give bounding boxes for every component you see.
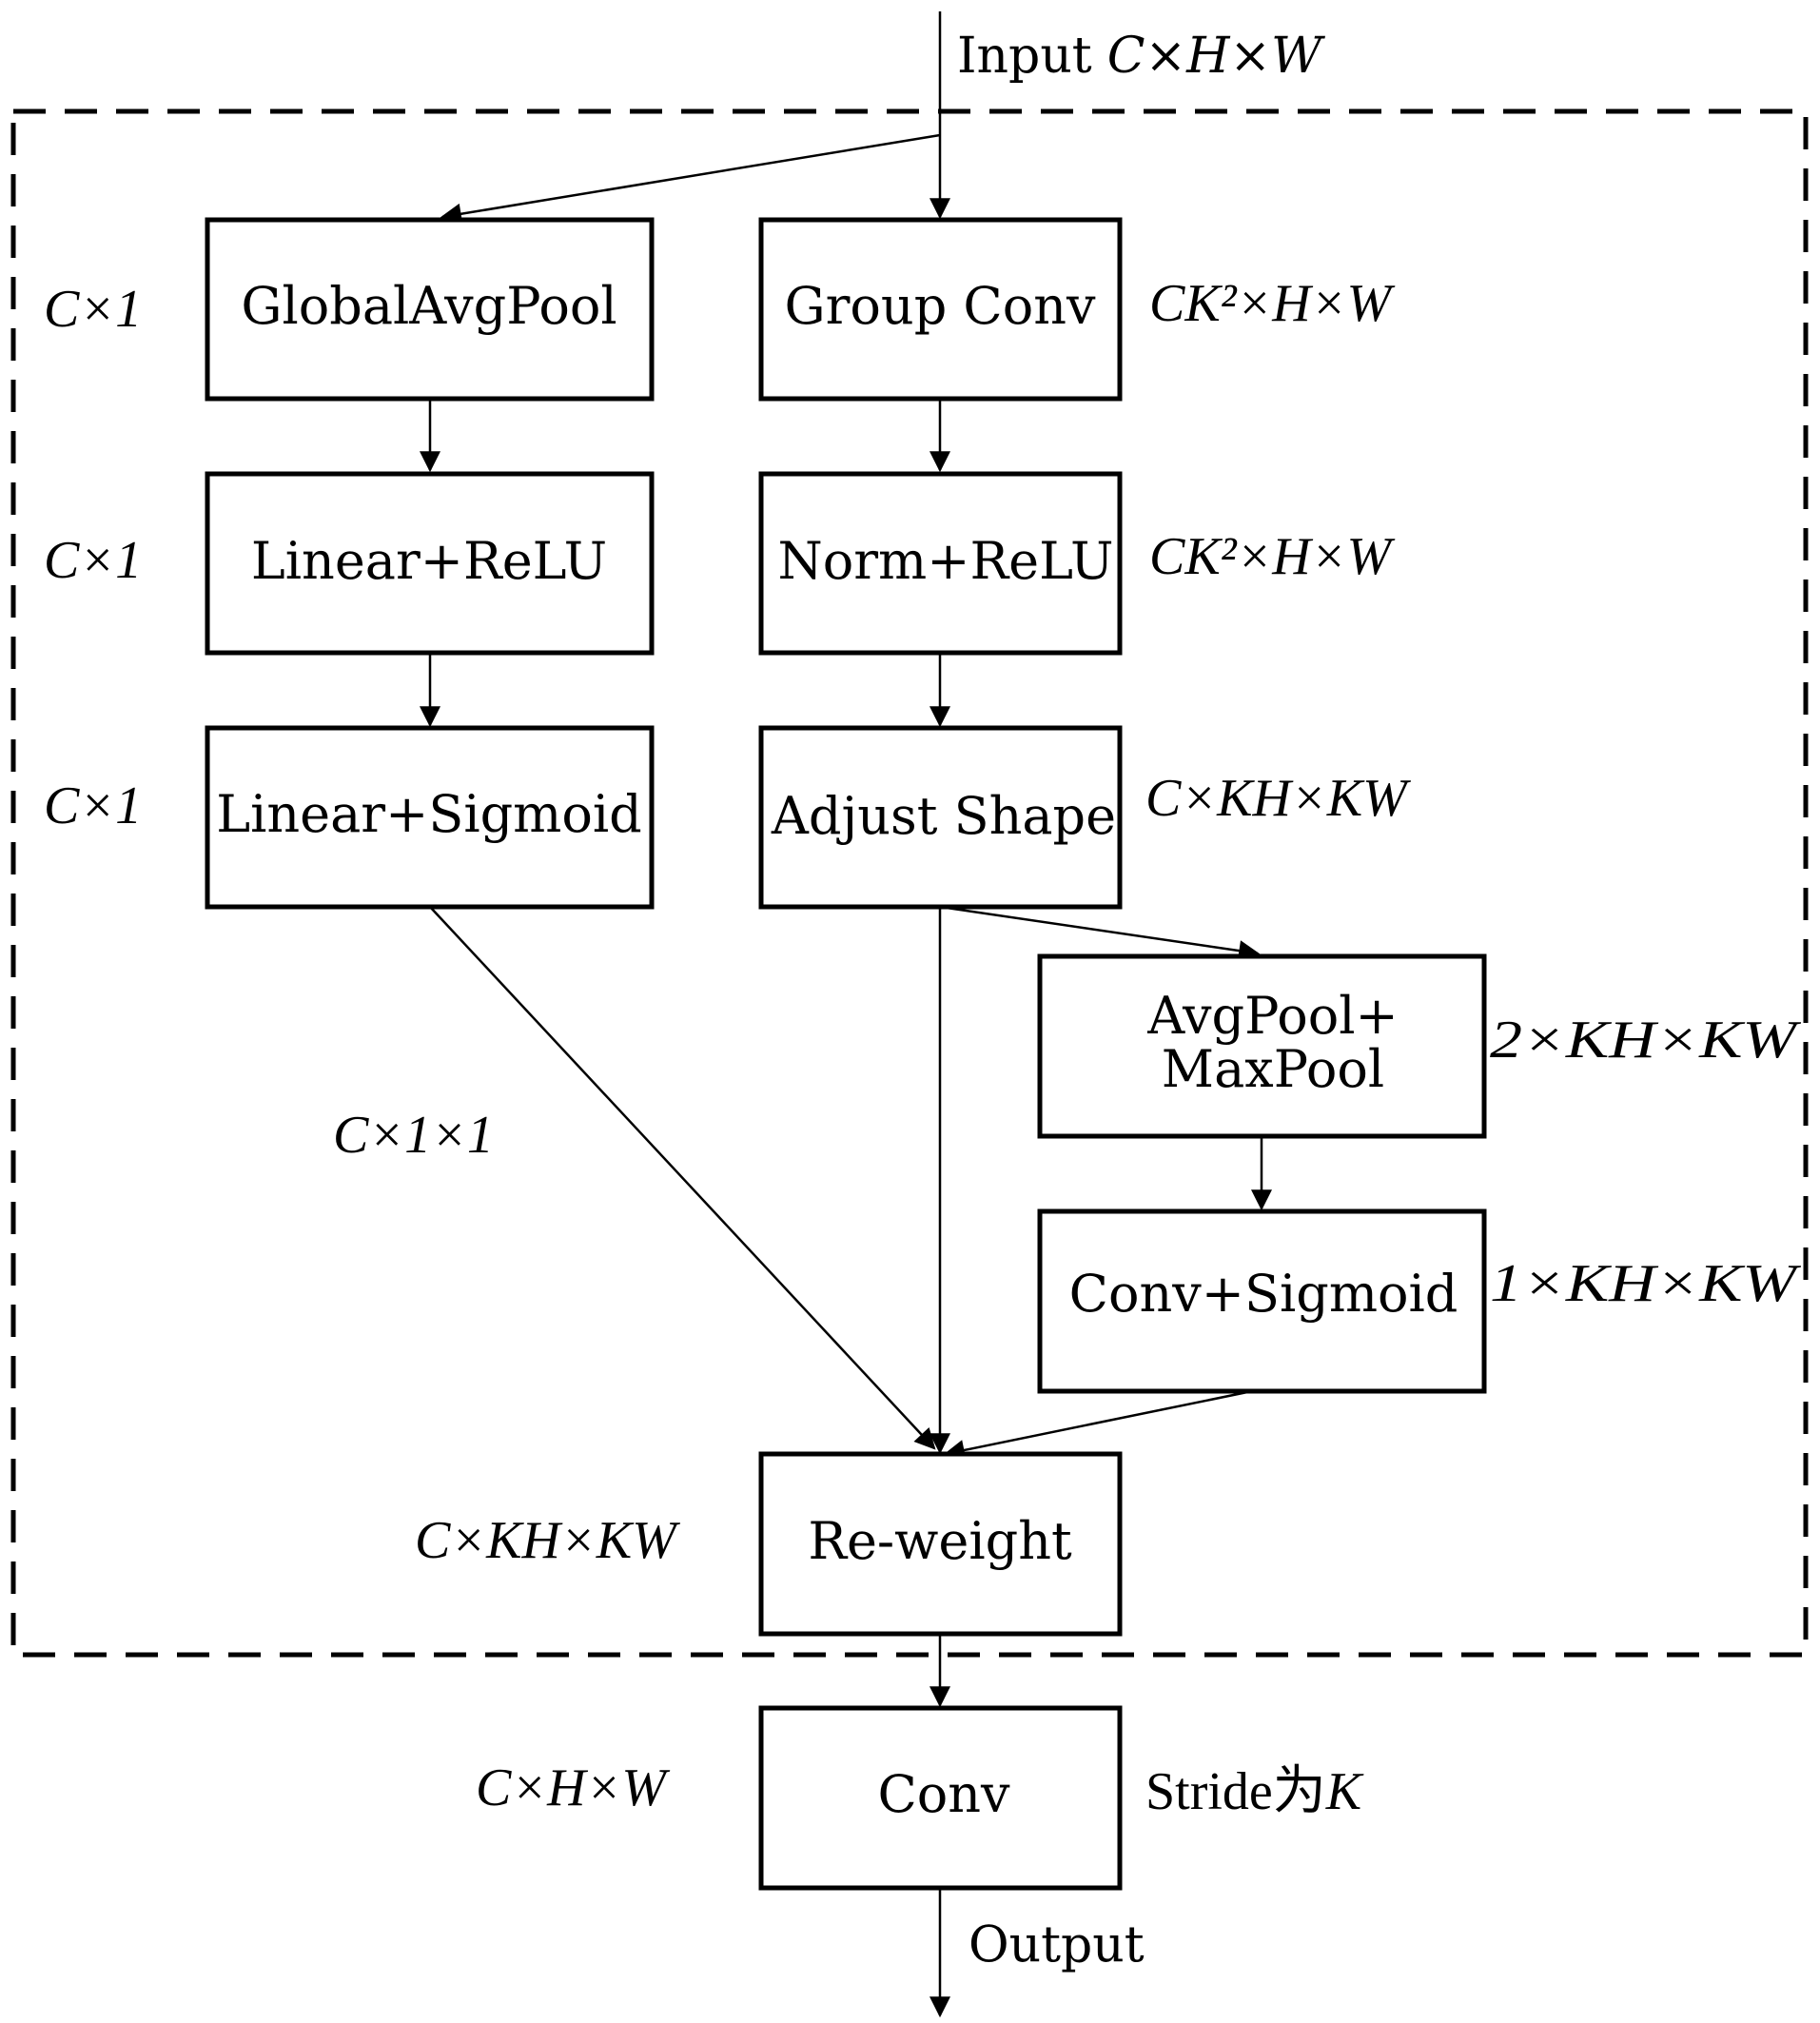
adjust-shape-label: Adjust Shape (771, 786, 1116, 846)
output-label: Output (969, 1917, 1145, 1974)
input-dims: C×H×W (1107, 28, 1325, 85)
right-branch: Group Conv Norm+ReLU Adjust Shape AvgPoo… (758, 217, 1487, 1394)
linear-relu-label: Linear+ReLU (251, 531, 607, 591)
reweight-box (758, 1451, 1123, 1637)
avgpool-maxpool-label-line1: AvgPool+ (1146, 986, 1399, 1046)
input-label: Input C×H×W (957, 28, 1325, 85)
reweight-label: Re-weight (808, 1511, 1072, 1571)
dim-channel-weight: C×1×1 (333, 1106, 494, 1165)
dim-reweight: C×KH×KW (415, 1511, 680, 1570)
norm-relu-box (758, 471, 1123, 656)
adjust-shape-to-avgpool-maxpool-arrow (939, 905, 1261, 962)
dim-avgpool-maxpool: 2×KH×KW (1490, 1011, 1801, 1070)
dim-conv: C×H×W (476, 1758, 670, 1817)
left-branch: GlobalAvgPool Linear+ReLU Linear+Sigmoid (205, 217, 655, 910)
dim-norm-relu: CK²×H×W (1149, 527, 1396, 586)
adjust-shape-box (758, 725, 1123, 910)
global-avg-pool-box (205, 217, 655, 402)
linear-sigmoid-to-reweight-arrow (429, 906, 936, 1450)
conv-label: Conv (877, 1764, 1010, 1824)
dim-linear-relu: C×1 (44, 531, 142, 590)
conv-sigmoid-to-reweight-arrow (943, 1389, 1253, 1461)
stride-var: K (1325, 1762, 1364, 1821)
dim-conv-sigmoid: 1×KH×KW (1490, 1254, 1801, 1313)
stride-prefix: Stride为 (1145, 1762, 1326, 1821)
avgpool-maxpool-box (1037, 953, 1487, 1139)
group-conv-label: Group Conv (784, 276, 1096, 336)
module-boundary (10, 108, 1809, 1658)
linear-relu-box (205, 471, 655, 656)
dim-adjust-shape: C×KH×KW (1145, 769, 1411, 828)
group-conv-box (758, 217, 1123, 402)
conv-box (758, 1705, 1123, 1891)
dim-global-avg-pool: C×1 (44, 280, 142, 339)
linear-sigmoid-box (205, 725, 655, 910)
conv-sigmoid-label: Conv+Sigmoid (1069, 1264, 1458, 1324)
stride-label: Stride为K (1145, 1762, 1364, 1821)
dim-group-conv: CK²×H×W (1149, 274, 1396, 333)
input-to-globalavgpool-arrow (440, 133, 941, 225)
conv-sigmoid-box (1037, 1208, 1487, 1394)
avgpool-maxpool-label-line2: MaxPool (1162, 1039, 1384, 1099)
dimension-labels: C×1 C×1 C×1 C×1×1 CK²×H×W CK²×H×W C×KH×K… (44, 274, 1801, 1821)
global-avg-pool-label: GlobalAvgPool (241, 276, 616, 336)
norm-relu-label: Norm+ReLU (777, 531, 1113, 591)
input-word: Input (957, 28, 1092, 85)
connections (420, 11, 1272, 2018)
linear-sigmoid-label: Linear+Sigmoid (216, 784, 642, 844)
dim-linear-sigmoid: C×1 (44, 776, 142, 835)
